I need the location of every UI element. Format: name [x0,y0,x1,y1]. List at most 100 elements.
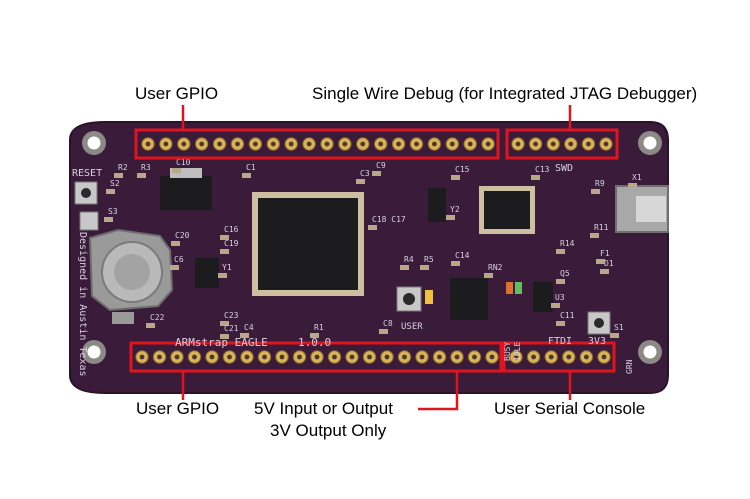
ref-r2: R2 [118,163,128,172]
pad-hole [584,354,589,360]
passive-q5 [556,279,565,284]
main-microcontroller [252,192,364,296]
small-ic-center [450,278,488,320]
ref-r11: R11 [594,223,609,232]
pad-hole [217,141,223,147]
pad-hole [209,354,215,360]
voltage-regulator [160,176,212,210]
regulator-tab [170,168,202,178]
pad-hole [306,141,312,147]
pad-hole [472,354,477,360]
passive-c23 [220,321,229,326]
pad-hole [288,141,294,147]
silk-busy: BUSY [503,342,512,361]
pad-hole [489,354,495,360]
pad-hole [566,354,572,360]
pad-hole [145,141,151,147]
pad-hole [349,354,355,360]
pad-hole [360,141,366,147]
passive-y1 [218,273,227,278]
passive-c6 [170,265,179,270]
pad-hole [174,354,180,360]
ref-r14: R14 [560,239,575,248]
ref-q5: Q5 [560,269,570,278]
label-user-serial-console: User Serial Console [494,399,646,418]
pad-hole [531,354,536,360]
ref-c6: C6 [174,255,184,264]
mounting-hole-top-right [638,131,662,155]
passive-r1 [310,333,319,338]
button-s3 [79,211,99,231]
small-ic-right [533,282,553,312]
label-power-line2: 3V Output Only [270,421,387,440]
passive-c9 [372,171,381,176]
ref-y1: Y1 [222,263,232,272]
silk-version: 1.0.0 [298,336,331,349]
passive-c1 [242,173,251,178]
ref-c16: C16 [224,225,239,234]
highlight-gpio-bottom [129,341,503,373]
pad-hole [603,141,609,147]
header-pads [135,137,613,364]
ref-c21: C21 [224,324,239,333]
ref-d1: D1 [604,259,614,268]
silk-3v3: 3V3 [588,336,606,347]
ref-x1: X1 [632,173,642,182]
ref-c9: C9 [376,161,386,170]
ref-f1: F1 [600,249,610,258]
pad-hole [342,141,348,147]
passive-f1 [596,259,605,264]
passive-s1 [610,333,619,338]
passive-s3 [104,217,113,222]
led-user [425,290,433,304]
passive-c3 [356,179,365,184]
led-idle [515,282,522,294]
pad-hole [515,141,521,147]
passive-c11 [556,321,565,326]
ref-r1: R1 [314,323,324,332]
passive-rn2 [484,273,493,278]
pad-hole [432,141,437,147]
pad-hole [262,354,267,360]
passive-r3 [137,173,146,178]
pad-hole [199,141,205,147]
pad-hole [414,141,419,147]
small-ic-left [195,258,219,288]
passive-c15 [451,175,460,180]
debugger-microcontroller [479,186,535,234]
passive-c8 [379,329,388,334]
passive-r9 [591,189,600,194]
ref-c18: C18 C17 [372,215,406,224]
pad-hole [235,141,240,147]
reset-button [74,181,98,205]
pad-hole [244,354,250,360]
pad-hole [181,141,187,147]
passive-c4 [240,333,249,338]
pad-hole [157,354,162,360]
passive-d1 [600,269,609,274]
mounting-hole-bottom-right [638,340,662,364]
pad-hole [396,141,401,147]
ref-c23: C23 [224,311,239,320]
pad-hole [454,354,460,360]
ref-c15: C15 [455,165,470,174]
pad-hole [139,354,145,360]
leader-power [418,371,459,411]
pad-hole [533,141,538,147]
passive-r2 [114,173,123,178]
silk-grn: GRN [625,359,634,374]
pad-hole [550,141,556,147]
silk-idle: IDLE [513,342,522,361]
ref-c3: C3 [360,169,370,178]
ref-c10: C10 [176,158,191,167]
ref-c20: C20 [175,231,190,240]
passive-r14 [556,249,565,254]
ref-c19: C19 [224,239,239,248]
pad-hole [402,354,407,360]
user-button [396,286,422,312]
passive-c22 [146,323,155,328]
highlight-gpio-top [134,128,500,160]
ref-c22: C22 [150,313,165,322]
